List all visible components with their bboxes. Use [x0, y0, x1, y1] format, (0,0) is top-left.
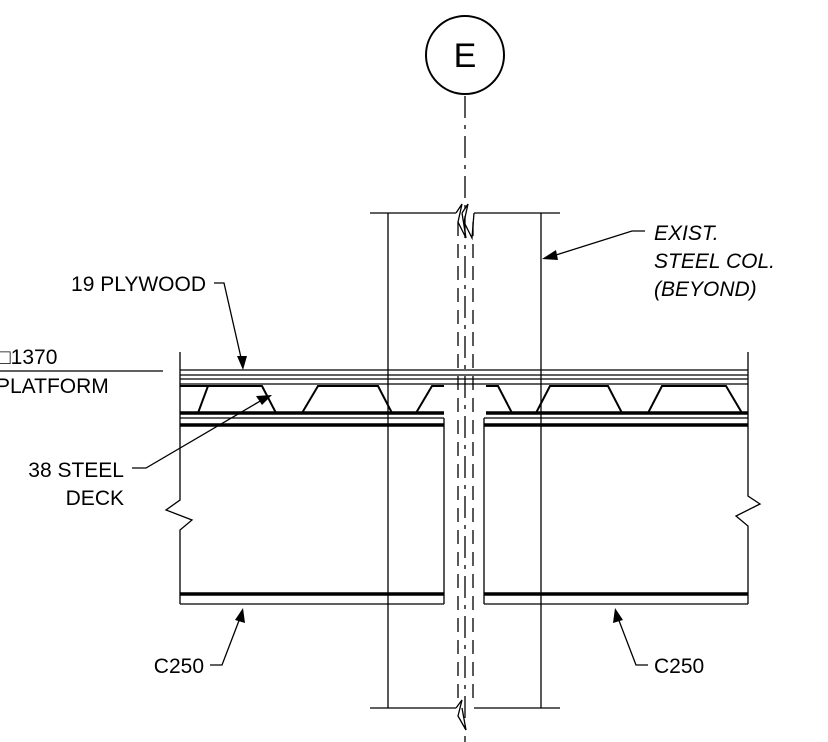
leaders [132, 230, 648, 666]
deck-profile-right [486, 385, 748, 414]
plywood-arrowhead [237, 356, 247, 370]
channel-right-break-line [734, 352, 762, 604]
deck-leader [132, 399, 263, 469]
steel-deck [180, 385, 748, 415]
deck-label-line2: DECK [66, 487, 124, 510]
channel-right [483, 352, 762, 605]
platform-label: PLATFORM [0, 375, 109, 398]
deck-arrowhead [256, 395, 272, 405]
channel-left-label: C250 [154, 655, 204, 678]
column-leader [555, 230, 645, 256]
grid-letter: E [454, 37, 477, 75]
column-arrowhead [542, 250, 558, 260]
deck-rib-edge-left [180, 385, 210, 414]
column-break-bottom [455, 699, 467, 731]
column-label-line1: EXIST. [654, 222, 719, 245]
plywood-label: 19 PLYWOOD [71, 273, 206, 296]
grid-bubble-circle [425, 15, 505, 95]
channel-right-label: C250 [654, 655, 704, 678]
channel-left-leader [210, 617, 241, 666]
column-label-line2: STEEL COL. [654, 250, 775, 273]
column-label-line3: (BEYOND) [654, 278, 757, 301]
deck-label-line1: 38 STEEL [28, 459, 124, 482]
channel-right-leader [617, 617, 648, 666]
deck-profile-left [208, 385, 444, 414]
channel-left-break-line [164, 352, 194, 604]
channel-left-arrowhead [235, 608, 245, 623]
elevation-label: □1370 [0, 346, 57, 369]
grid-bubble: E [425, 15, 505, 95]
plywood-layer [180, 369, 748, 385]
channel-right-arrowhead [613, 608, 623, 623]
existing-steel-column [370, 203, 560, 731]
plywood-leader [214, 282, 243, 363]
channel-left [164, 352, 445, 605]
